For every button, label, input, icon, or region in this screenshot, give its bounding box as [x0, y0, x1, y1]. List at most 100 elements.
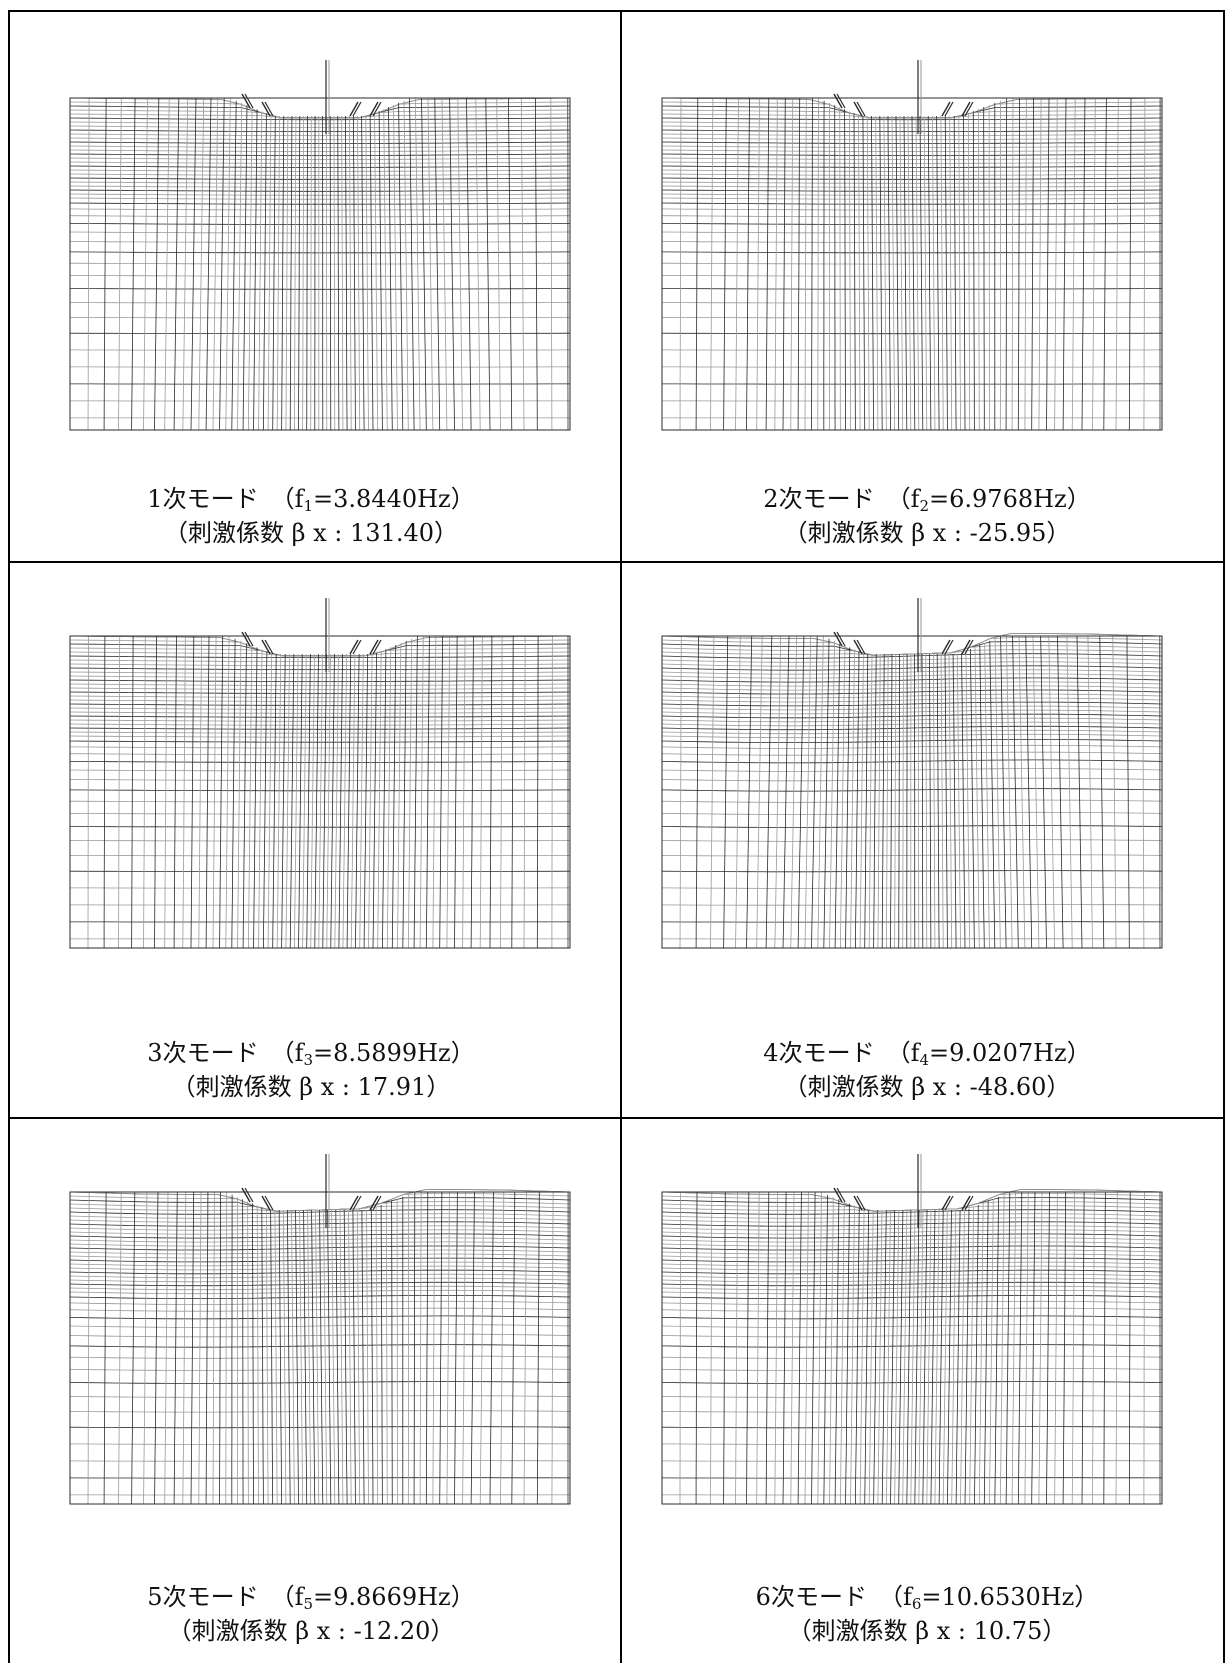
mesh-column-line [1032, 635, 1040, 949]
mode-shape-mesh [69, 1154, 571, 1505]
mesh-row-line [69, 679, 571, 682]
mesh-row-line [661, 777, 1163, 782]
mesh-row-line [661, 759, 1163, 764]
mesh-row-line [661, 251, 1163, 254]
mesh-column-line [454, 635, 458, 949]
slope-anchor [944, 1195, 954, 1211]
mesh-column-line [925, 654, 928, 949]
mesh-column-line [402, 640, 407, 949]
mesh-column-line [823, 638, 830, 949]
participation-factor: （刺激係数 β x : 17.91） [0, 1070, 622, 1104]
mesh-row-line [661, 145, 1163, 148]
mesh-row-line [661, 105, 1163, 119]
mesh-row-line [661, 657, 1163, 663]
slope-anchor [372, 639, 382, 655]
mesh-column-line [1115, 97, 1119, 431]
mesh-column-line [969, 1206, 974, 1505]
mesh-row-line [69, 1395, 571, 1398]
mesh-column-line [1038, 1191, 1043, 1505]
mesh-column-line [103, 1191, 107, 1505]
mesh-column-line [372, 652, 377, 949]
mesh-column-line [679, 635, 682, 949]
mesh-row-line [661, 1395, 1163, 1398]
mesh-column-line [864, 1209, 870, 1505]
mesh-column-line [942, 1209, 948, 1505]
slope-anchor [836, 631, 846, 647]
beta-value: 17.91 [357, 1073, 427, 1101]
mesh-column-line [432, 1191, 436, 1505]
mesh-column-line [871, 115, 874, 431]
mesh-row-line [661, 1307, 1163, 1312]
mesh-column-line [348, 1209, 352, 1505]
mesh-row-line [661, 1261, 1163, 1267]
mesh-column-line [219, 97, 225, 431]
mesh-row-line [661, 729, 1163, 735]
mesh-column-line [989, 1198, 994, 1505]
mesh-column-line [466, 97, 472, 431]
mesh-row-line [661, 332, 1163, 335]
mesh-boundary [69, 635, 571, 949]
mesh-column-line [1017, 1191, 1023, 1505]
slope-anchor [264, 1195, 274, 1211]
mesh-column-line [377, 650, 382, 949]
mesh-row-line [661, 665, 1163, 671]
beta-close: ） [426, 1073, 451, 1101]
mesh-row-line [661, 153, 1163, 156]
mesh-row-line [661, 1265, 1163, 1271]
mesh-column-line [303, 1209, 308, 1505]
mesh-column-line [894, 654, 897, 949]
mode-caption: 2次モード （f2=6.9768Hz） [622, 482, 1232, 516]
mesh-row-line [69, 695, 571, 698]
slope-anchor [833, 93, 843, 109]
mesh-column-line [253, 647, 258, 949]
mesh-column-line [1128, 1192, 1131, 1505]
mesh-column-line [359, 653, 364, 949]
mesh-column-line [237, 102, 243, 431]
mesh-column-line [349, 115, 352, 431]
mesh-column-line [225, 636, 230, 949]
freq-prefix: （f [282, 485, 304, 513]
mesh-row-line [69, 117, 571, 121]
mesh-column-line [409, 98, 415, 431]
mesh-column-line [231, 638, 236, 949]
slope-anchor [836, 93, 846, 109]
mesh-column-line [462, 635, 466, 949]
mesh-row-line [661, 1324, 1163, 1328]
mesh-row-line [69, 129, 571, 133]
mesh-row-line [69, 760, 571, 763]
mesh-row-line [661, 169, 1163, 172]
mesh-row-line [69, 231, 571, 234]
beta-prefix: （刺激係数 β x : [164, 519, 351, 547]
mode-caption: 1次モード （f1=3.8440Hz） [0, 482, 622, 516]
mesh-column-line [829, 1196, 834, 1505]
mesh-column-line [951, 1209, 957, 1505]
mesh-column-line [306, 115, 308, 431]
mesh-column-line [906, 1209, 912, 1505]
mesh-row-line [69, 667, 571, 670]
mesh-column-line [248, 645, 253, 949]
mesh-row-line [69, 149, 571, 152]
mesh-row-line [69, 145, 571, 148]
mesh-column-line [911, 115, 916, 431]
mesh-column-line [511, 1191, 516, 1505]
mesh-row-line [661, 161, 1163, 164]
mesh-column-line [887, 115, 891, 431]
mesh-column-line [295, 1209, 299, 1505]
mesh-column-line [342, 653, 347, 949]
mesh-row-line [69, 1307, 571, 1312]
freq-subscript: 1 [303, 497, 314, 515]
mesh-column-line [419, 635, 424, 949]
mesh-column-line [276, 115, 280, 431]
mesh-row-line [661, 241, 1163, 243]
mesh-row-line [661, 193, 1163, 196]
mesh-column-line [212, 1191, 215, 1505]
mesh-column-line [282, 1209, 287, 1505]
mesh-row-line [69, 1367, 571, 1371]
mesh-row-line [69, 719, 571, 722]
mesh-column-line [380, 1204, 383, 1505]
mesh-column-line [797, 97, 801, 431]
mesh-row-line [661, 733, 1163, 739]
freq-prefix: （f [282, 1039, 304, 1067]
mesh-column-line [551, 635, 553, 948]
